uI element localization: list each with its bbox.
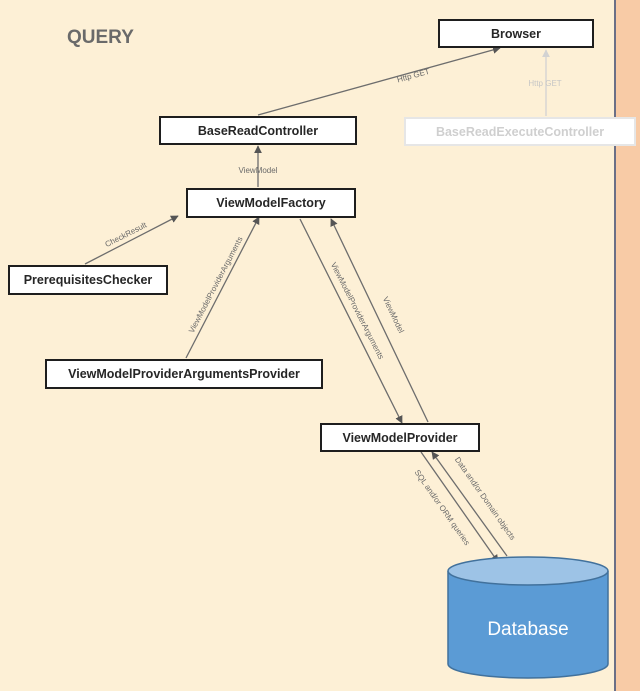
edge-sql-or-orm-queries bbox=[420, 451, 499, 563]
panel-divider bbox=[614, 0, 616, 691]
right-panel bbox=[616, 0, 640, 691]
database-label: Database bbox=[487, 619, 568, 640]
node-view-model-factory: ViewModelFactory bbox=[186, 188, 356, 218]
edge-label-view-model-to-controller: ViewModel bbox=[239, 166, 278, 175]
edge-label-view-model-up: ViewModel bbox=[381, 295, 406, 334]
edge-label-sql-or-orm-queries: SQL and/or ORM queries bbox=[413, 468, 472, 547]
node-browser: Browser bbox=[438, 19, 594, 48]
edge-vmpa-down bbox=[299, 218, 403, 424]
edge-label-http-get-main: Http GET bbox=[396, 67, 431, 85]
edge-vmpa-up bbox=[185, 216, 260, 359]
node-base-read-controller: BaseReadController bbox=[159, 116, 357, 145]
database-cylinder: Database bbox=[447, 556, 609, 679]
edge-label-http-get-execute: Http GET bbox=[528, 79, 561, 88]
edge-label-vmpa-down: ViewModelProviderArguments bbox=[329, 261, 386, 361]
edge-view-model-up bbox=[330, 218, 429, 423]
node-view-model-provider: ViewModelProvider bbox=[320, 423, 480, 452]
edge-http-get-main bbox=[257, 46, 501, 116]
node-view-model-provider-arguments-provider: ViewModelProviderArgumentsProvider bbox=[45, 359, 323, 389]
edge-check-result bbox=[84, 215, 179, 265]
diagram-title: QUERY bbox=[67, 27, 134, 48]
edge-label-vmpa-up: ViewModelProviderArguments bbox=[187, 235, 245, 334]
node-prerequisites-checker: PrerequisitesChecker bbox=[8, 265, 168, 295]
edge-data-or-domain-objects bbox=[431, 451, 508, 557]
node-base-read-execute-controller: BaseReadExecuteController bbox=[404, 117, 636, 146]
